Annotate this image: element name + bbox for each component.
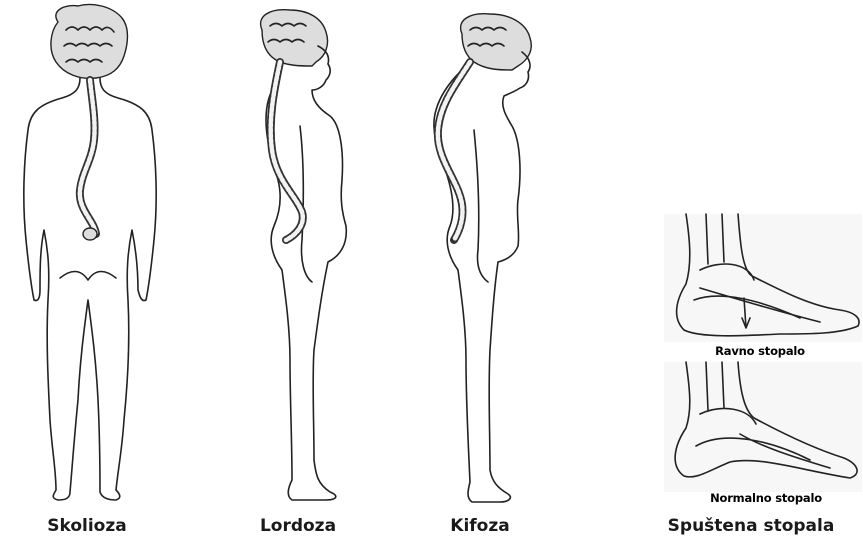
- kyphosis-figure: [434, 14, 531, 502]
- caption-spustena-stopala: Spuštena stopala: [668, 516, 835, 536]
- normal-foot-label: Normalno stopalo: [710, 491, 822, 505]
- flat-foot-illustration: [664, 214, 862, 342]
- scoliosis-head: [51, 5, 128, 79]
- caption-lordoza: Lordoza: [260, 516, 336, 536]
- lordosis-head: [261, 10, 328, 66]
- lordosis-figure: [261, 10, 347, 500]
- flat-foot-label: Ravno stopalo: [715, 344, 805, 358]
- caption-skolioza: Skolioza: [47, 516, 126, 536]
- caption-kifoza: Kifoza: [450, 516, 509, 536]
- normal-foot-illustration: [664, 362, 862, 492]
- scoliosis-figure: [24, 5, 156, 501]
- kyphosis-body: [434, 52, 530, 502]
